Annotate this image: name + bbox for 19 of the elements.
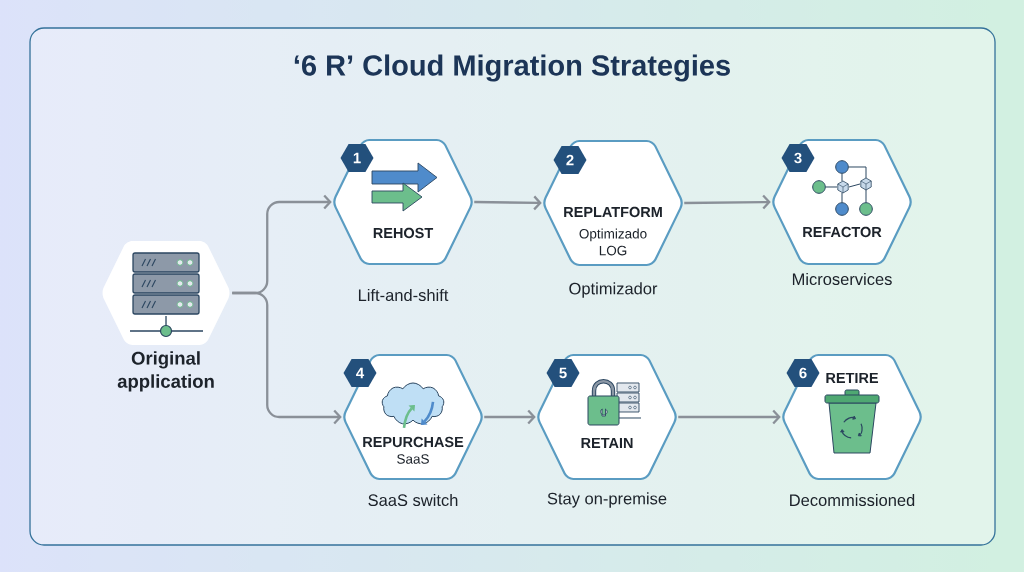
arrow (684, 194, 771, 210)
arrow (232, 291, 342, 425)
node-label: Microservices (792, 272, 892, 286)
node-label: Original application (117, 351, 214, 392)
arrow (484, 409, 536, 425)
node-label: Stay on-premise (547, 492, 667, 508)
arrow (474, 195, 542, 211)
node-label: Decommissioned (790, 493, 915, 507)
number-badge: 6 (786, 359, 820, 387)
number-badge: 5 (546, 359, 580, 387)
number-badge: 4 (343, 359, 377, 387)
node-label: Optimizador (569, 282, 658, 298)
node-label: Lift-and-shift (358, 288, 449, 302)
number-badge: 1 (340, 144, 374, 172)
number-badge: 3 (781, 144, 815, 172)
title: ‘6 R’ Cloud Migration Strategies (294, 54, 730, 82)
arrow (678, 409, 781, 425)
number-badge: 2 (553, 146, 587, 174)
node-label: SaaS switch (368, 493, 458, 507)
